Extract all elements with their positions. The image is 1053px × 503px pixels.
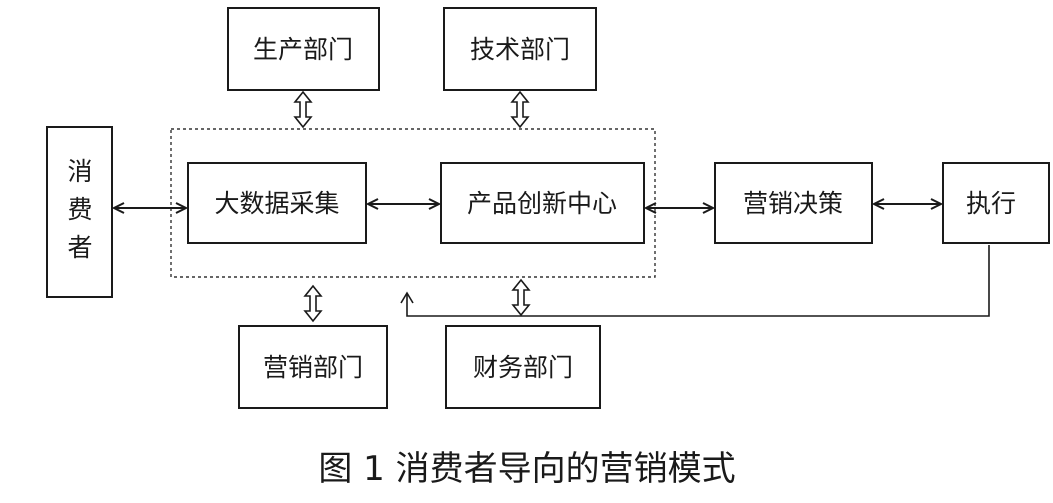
node-innovation: 产品创新中心: [440, 162, 645, 244]
feedback-arrowhead: [400, 291, 414, 304]
node-decision: 营销决策: [714, 162, 873, 244]
hollow-arrow-technology: [510, 90, 530, 129]
hollow-arrow-marketing: [303, 284, 323, 323]
node-decision-label: 营销决策: [743, 189, 843, 218]
node-finance-dept: 财务部门: [445, 325, 601, 409]
node-consumer: 消 费 者: [46, 126, 113, 298]
hollow-arrow-production: [293, 90, 313, 129]
node-consumer-char-3: 者: [67, 233, 92, 262]
node-execute: 执行: [942, 162, 1050, 244]
node-big-data-label: 大数据采集: [214, 189, 339, 218]
figure-caption: 图 1 消费者导向的营销模式: [318, 449, 735, 489]
feedback-line: [406, 245, 990, 317]
node-technology-label: 技术部门: [470, 35, 570, 64]
node-marketing-dept: 营销部门: [238, 325, 388, 409]
node-technology: 技术部门: [443, 7, 597, 91]
node-big-data: 大数据采集: [187, 162, 367, 244]
node-innovation-label: 产品创新中心: [467, 189, 617, 218]
node-production: 生产部门: [227, 7, 380, 91]
node-consumer-char-1: 消: [67, 157, 92, 186]
node-execute-label: 执行: [966, 189, 1016, 218]
node-consumer-char-2: 费: [67, 195, 92, 224]
hollow-arrow-finance: [511, 278, 531, 317]
node-marketing-dept-label: 营销部门: [263, 353, 363, 382]
node-production-label: 生产部门: [253, 35, 353, 64]
node-finance-dept-label: 财务部门: [473, 353, 573, 382]
